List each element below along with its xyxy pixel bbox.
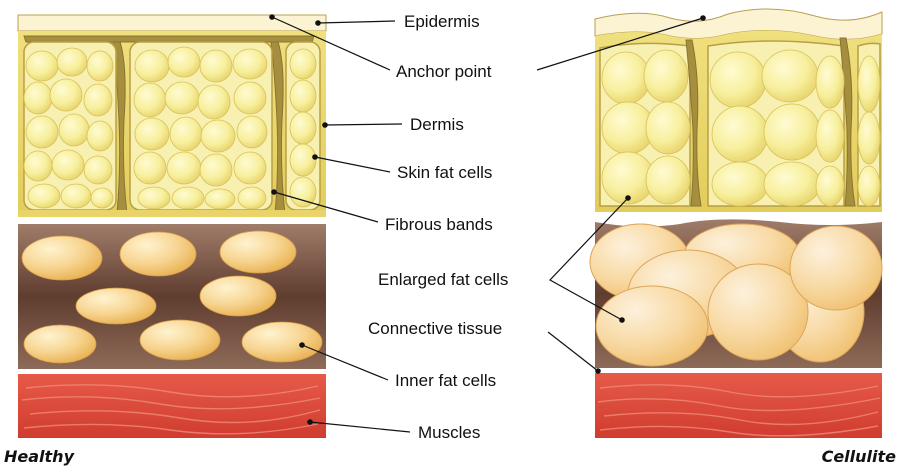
dot-icon: [312, 154, 318, 160]
label-connective-tissue: Connective tissue: [368, 319, 502, 338]
dot-icon: [322, 122, 328, 128]
label-inner-fat-cells: Inner fat cells: [395, 371, 496, 390]
caption-healthy: Healthy: [4, 447, 75, 466]
caption-cellulite: Cellulite: [822, 447, 897, 466]
dot-icon: [269, 14, 275, 20]
dot-icon: [700, 15, 706, 21]
dot-icon: [315, 20, 321, 26]
healthy-panel: [18, 15, 326, 438]
cellulite-enlarged-fat-cells: [590, 224, 882, 366]
cellulite-panel: [590, 9, 882, 438]
labels: Epidermis Anchor point Dermis Skin fat c…: [368, 12, 508, 442]
label-epidermis: Epidermis: [404, 12, 480, 31]
dot-icon: [299, 342, 305, 348]
label-skin-fat-cells: Skin fat cells: [397, 163, 492, 182]
label-enlarged-fat-cells: Enlarged fat cells: [378, 270, 508, 289]
dot-icon: [271, 189, 277, 195]
label-muscles: Muscles: [418, 423, 480, 442]
dot-icon: [619, 317, 625, 323]
dot-icon: [595, 368, 601, 374]
label-fibrous-bands: Fibrous bands: [385, 215, 493, 234]
dot-icon: [307, 419, 313, 425]
label-dermis: Dermis: [410, 115, 464, 134]
label-anchor-point: Anchor point: [396, 62, 492, 81]
dot-icon: [625, 195, 631, 201]
healthy-epidermis: [18, 15, 326, 31]
